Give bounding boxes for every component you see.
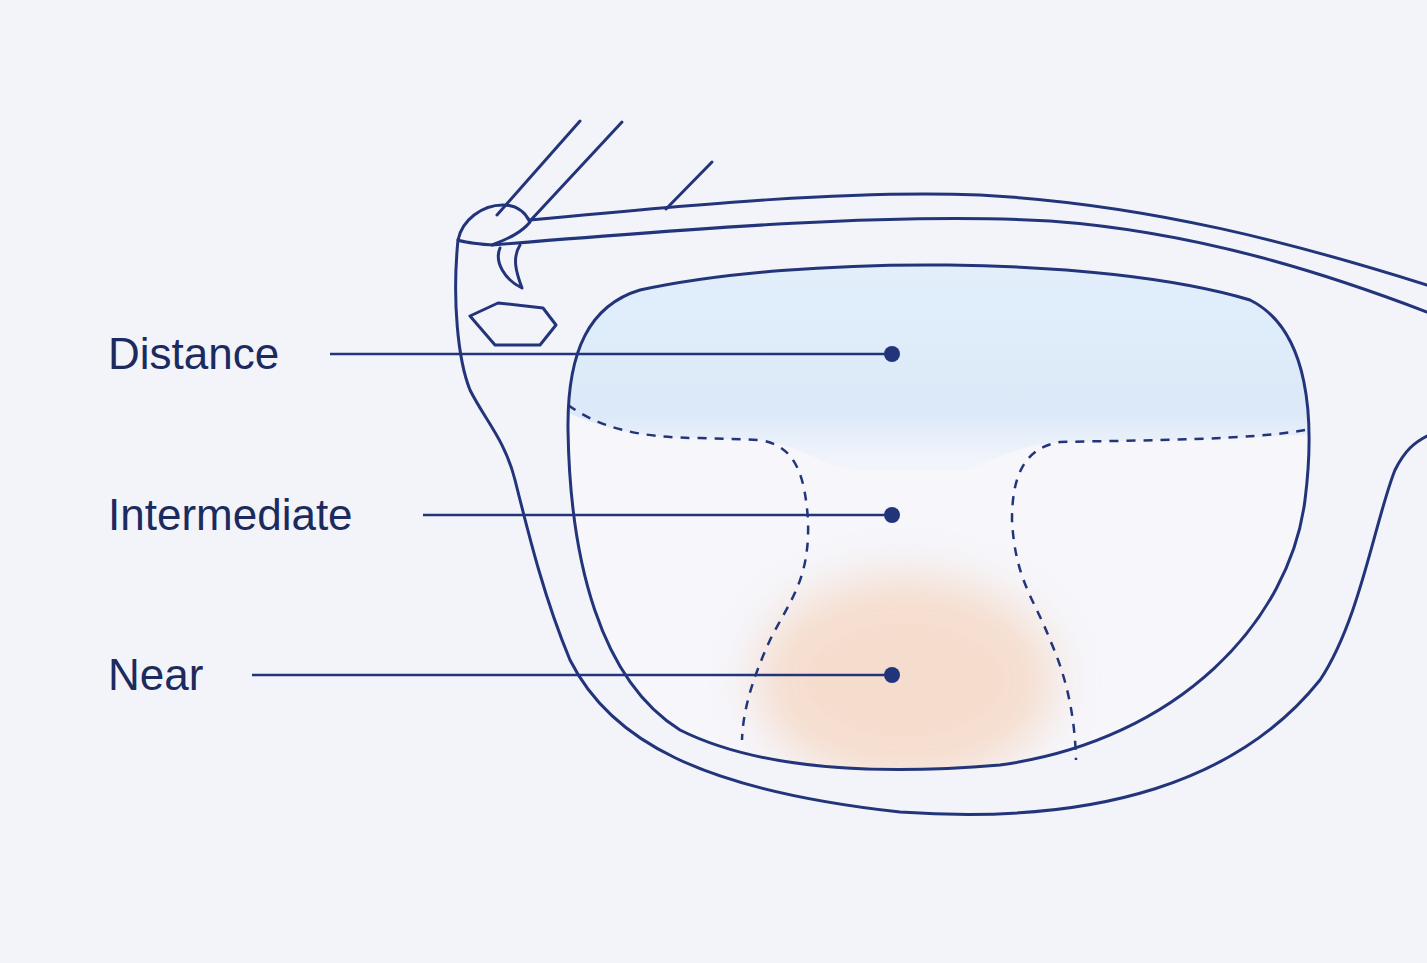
- temple-line: [666, 162, 712, 209]
- leader-line: [423, 514, 892, 517]
- frame-top: [530, 194, 1427, 285]
- zone-label: Distance: [108, 328, 279, 380]
- hinge: [498, 245, 522, 288]
- zone-boundary: [568, 405, 808, 740]
- frame-outline: [456, 240, 1427, 814]
- leader-line: [330, 353, 892, 356]
- zone-label: Intermediate: [108, 489, 353, 541]
- lens-rim: [568, 265, 1309, 770]
- leader-line: [252, 674, 892, 677]
- temple-line: [497, 121, 580, 215]
- leader-dot: [884, 667, 900, 683]
- zone-label: Near: [108, 649, 203, 701]
- hinge: [458, 205, 530, 245]
- leader-dot: [884, 507, 900, 523]
- leader-dot: [884, 346, 900, 362]
- nose-pad: [470, 303, 556, 345]
- near-zone: [755, 575, 1055, 785]
- zone-boundary: [1012, 430, 1305, 760]
- temple-line: [530, 122, 622, 221]
